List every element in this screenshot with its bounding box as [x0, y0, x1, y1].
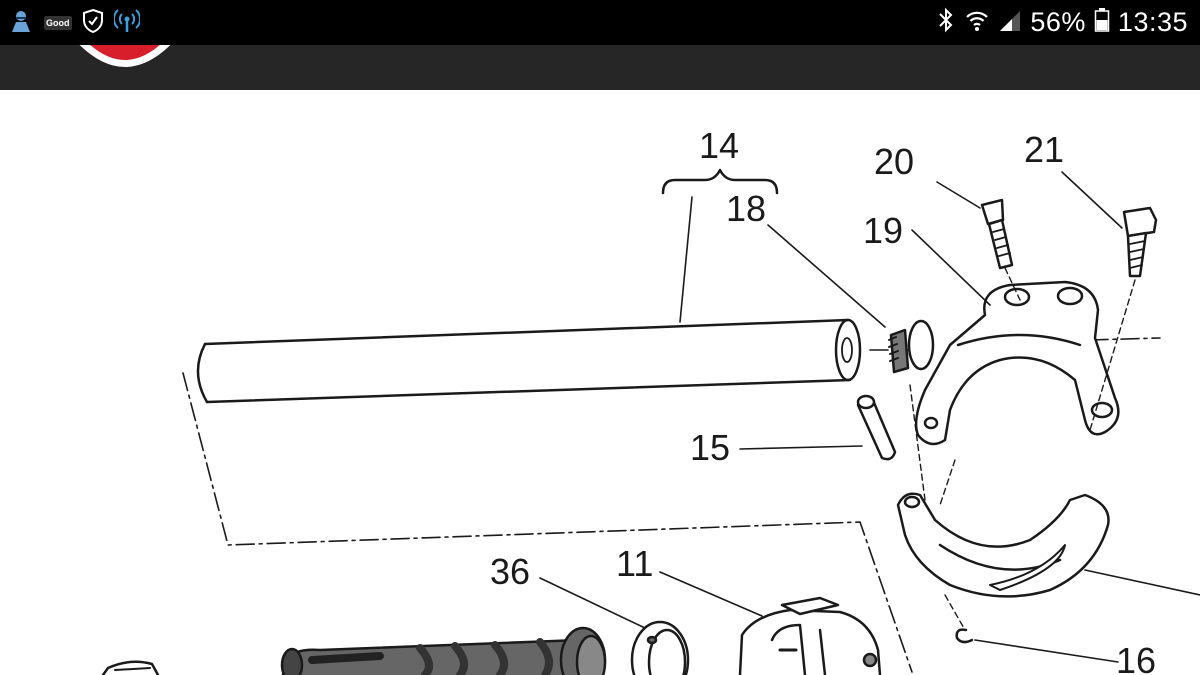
app-header-bar [0, 45, 1200, 90]
shield-check-icon [82, 8, 104, 39]
good-badge-icon: Good [44, 16, 72, 30]
status-bar: Good [0, 0, 1200, 45]
system-indicators: 56% 13:35 [936, 0, 1188, 45]
cell-signal-icon [998, 7, 1022, 38]
callout-11: 11 [616, 543, 654, 584]
wifi-icon [964, 7, 990, 38]
diagram-drawing [101, 168, 1200, 675]
callout-36: 36 [490, 551, 531, 592]
callout-21: 21 [1024, 129, 1065, 170]
clock-time: 13:35 [1117, 7, 1188, 37]
callout-19: 19 [863, 210, 904, 251]
exploded-parts-diagram: 14 18 20 21 19 15 36 11 16 [0, 90, 1200, 675]
battery-percent: 56% [1030, 7, 1086, 37]
callout-14: 14 [699, 125, 740, 166]
callout-15: 15 [690, 427, 731, 468]
notification-icons: Good [8, 8, 141, 39]
app-notification-icon [8, 8, 34, 39]
callout-18: 18 [726, 188, 767, 229]
callout-16: 16 [1116, 640, 1157, 675]
brand-logo-icon[interactable] [70, 45, 180, 77]
bluetooth-icon [936, 7, 956, 38]
hotspot-icon [112, 8, 141, 39]
battery-icon [1094, 7, 1110, 38]
callout-20: 20 [874, 141, 915, 182]
